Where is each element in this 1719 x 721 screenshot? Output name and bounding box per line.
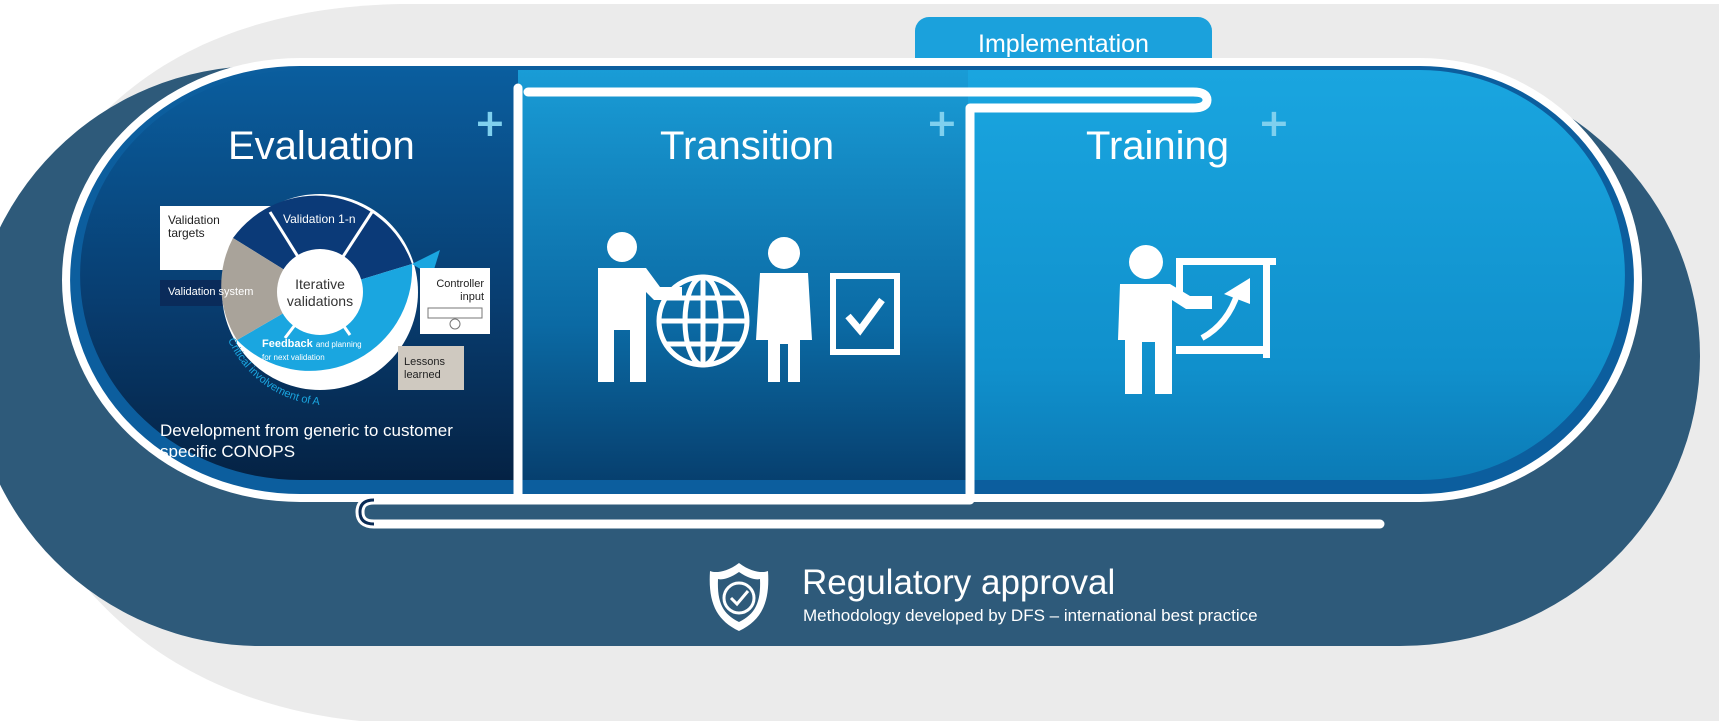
trainer-icon: [1118, 245, 1212, 394]
validation-system-label: Validation system: [168, 286, 254, 298]
feedback-bold-label: Feedback: [262, 338, 313, 350]
lessons-learned-box: [398, 346, 464, 390]
transition-expand-icon[interactable]: +: [926, 101, 958, 145]
transition-icons: [598, 232, 900, 382]
feedback-label: Feedback and planning: [262, 338, 362, 351]
controller-input-label: Controller input: [436, 278, 484, 303]
regulatory-approval-subtitle: Methodology developed by DFS – internati…: [803, 606, 1258, 625]
implementation-tab-label[interactable]: Implementation: [978, 30, 1149, 58]
evaluation-title: Evaluation: [228, 124, 415, 168]
lessons-learned-label: Lessons learned: [404, 356, 445, 381]
presentation-board-icon: [1176, 258, 1276, 358]
shield-check-icon: [709, 563, 769, 631]
iterative-validations-label: Iterative validations: [286, 276, 354, 309]
globe-icon: [656, 274, 750, 368]
transition-title: Transition: [660, 124, 835, 168]
presenter-icon: [598, 232, 682, 382]
evaluation-expand-icon[interactable]: +: [474, 101, 506, 145]
training-expand-icon[interactable]: +: [1258, 101, 1290, 145]
evaluation-description: Development from generic to customer spe…: [160, 421, 453, 461]
training-panel: [968, 70, 1625, 480]
person-icon: [756, 237, 812, 382]
training-icon: [1118, 245, 1276, 394]
validation-segment-label: Validation 1-n: [283, 212, 356, 226]
feedback-line2-label: for next validation: [262, 353, 325, 362]
controller-input-box: [420, 268, 490, 334]
training-title: Training: [1086, 124, 1230, 168]
checklist-icon: [830, 273, 900, 355]
regulatory-approval-title: Regulatory approval: [802, 563, 1116, 602]
validation-targets-label: Validation targets: [168, 213, 220, 240]
feedback-rest-label: and planning: [315, 340, 362, 349]
